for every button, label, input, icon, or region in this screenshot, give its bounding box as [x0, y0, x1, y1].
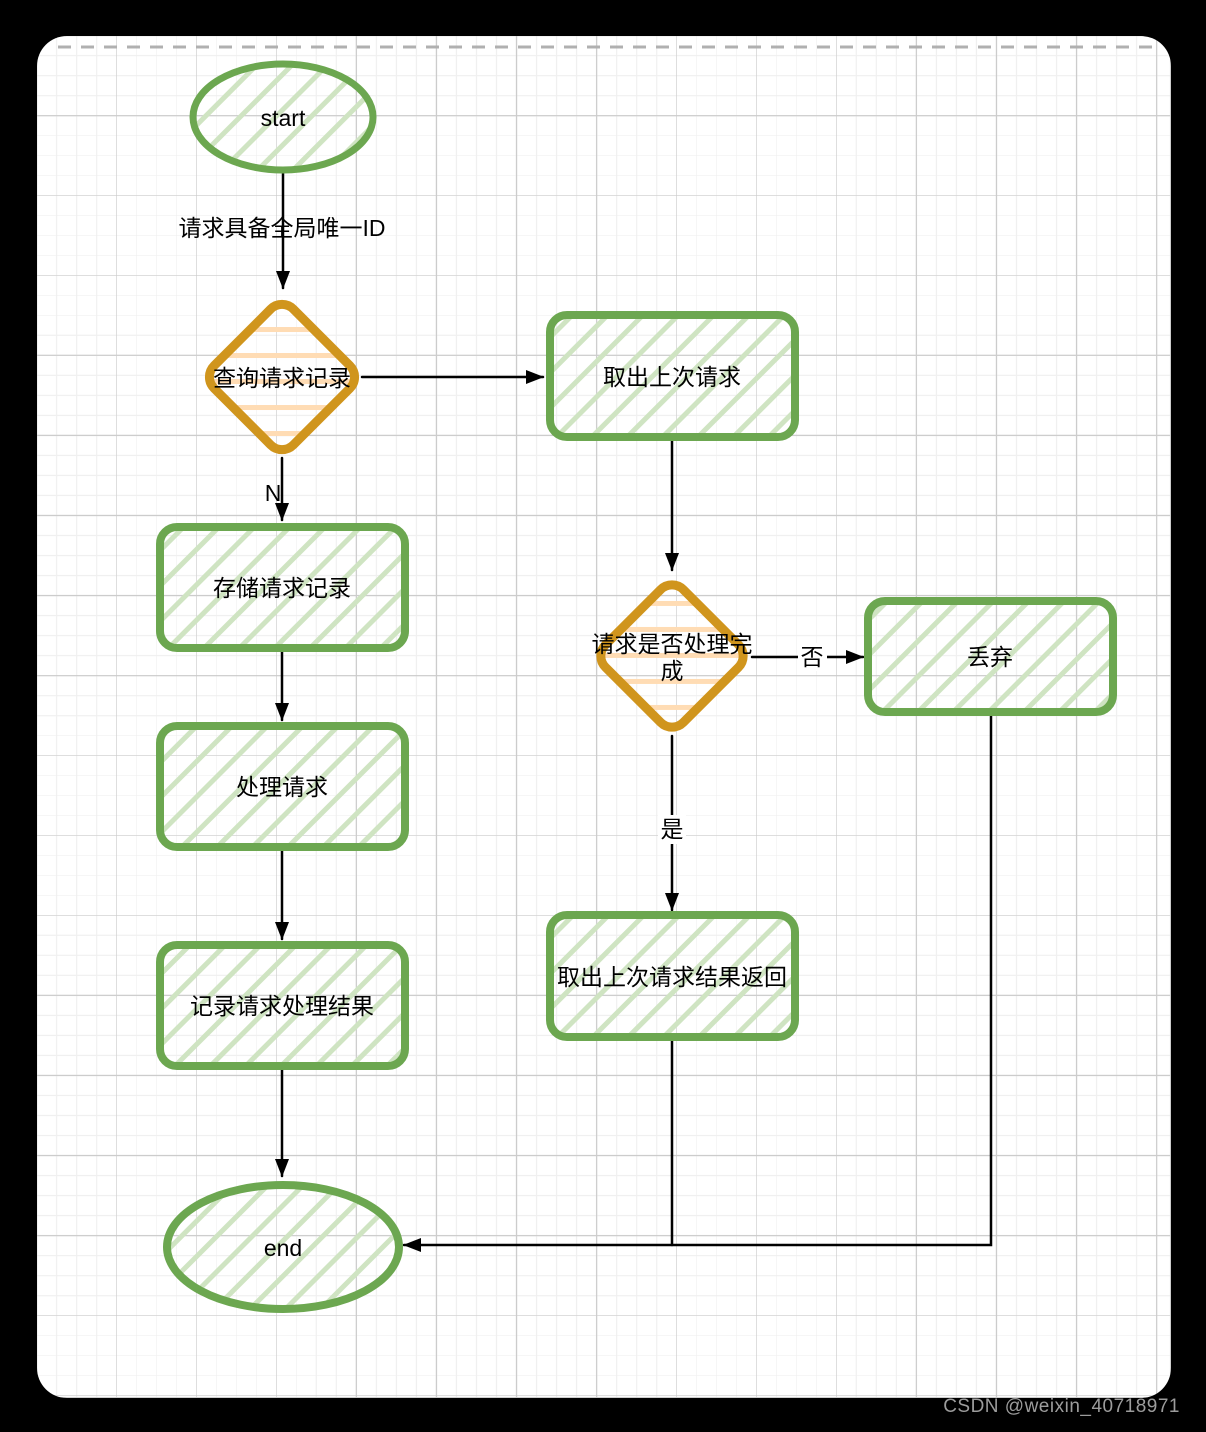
node-handle-request: 处理请求 [156, 722, 409, 851]
label-backing-no [798, 643, 827, 671]
handle-request-box [156, 722, 409, 851]
handle-request-label: 处理请求 [236, 774, 328, 800]
record-result-box [156, 941, 409, 1070]
node-return-result: 取出上次请求结果返回 [546, 911, 799, 1041]
node-check-record: 查询请求记录 [204, 299, 360, 455]
return-result-box [546, 911, 799, 1041]
is-done-label-line1: 请求是否处理完 [592, 631, 753, 657]
flowchart-svg: start 查询请求记录 取出上次请求 存储请求记录 处理请求 记录请求处理结果… [58, 45, 1152, 1313]
edge-label-no: 否 [801, 644, 824, 670]
node-discard: 丢弃 [864, 597, 1117, 716]
check-record-diamond [204, 299, 360, 455]
edge-label-n: N [265, 480, 282, 506]
end-ellipse [163, 1181, 403, 1313]
store-record-label: 存储请求记录 [213, 575, 351, 601]
store-record-box [156, 523, 409, 652]
discard-box [864, 597, 1117, 716]
check-record-label: 查询请求记录 [213, 365, 351, 391]
label-backing-yes [658, 815, 686, 844]
node-store-record: 存储请求记录 [156, 523, 409, 652]
watermark: CSDN @weixin_40718971 [943, 1396, 1180, 1417]
edge-discard-to-end [402, 711, 993, 1252]
node-start: start [189, 60, 377, 174]
discard-label: 丢弃 [967, 644, 1013, 670]
node-record-result: 记录请求处理结果 [156, 941, 409, 1070]
node-end: end [163, 1181, 403, 1313]
fetch-last-box [546, 311, 799, 441]
record-result-label: 记录请求处理结果 [190, 993, 374, 1019]
node-fetch-last: 取出上次请求 [546, 311, 799, 441]
fetch-last-label: 取出上次请求 [603, 364, 741, 390]
edge-label-yes: 是 [661, 816, 684, 842]
is-done-diamond [596, 580, 748, 732]
end-label: end [264, 1235, 302, 1261]
flowchart-canvas: start 查询请求记录 取出上次请求 存储请求记录 处理请求 记录请求处理结果… [37, 36, 1171, 1398]
start-ellipse [189, 60, 377, 174]
node-is-done: 请求是否处理完 成 [592, 580, 753, 732]
start-label: start [261, 105, 306, 131]
return-result-label: 取出上次请求结果返回 [557, 964, 787, 990]
edge-label-unique-id: 请求具备全局唯一ID [179, 215, 386, 241]
is-done-label-line2: 成 [661, 658, 684, 684]
